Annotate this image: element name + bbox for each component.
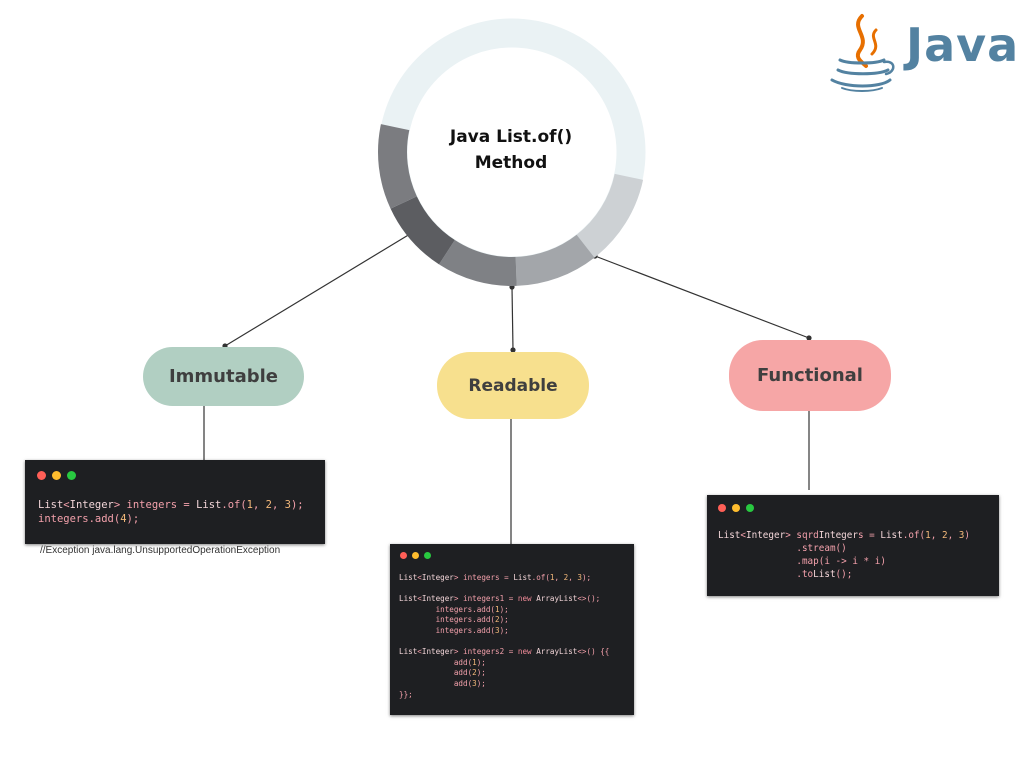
connector-ring-readable [511, 286, 514, 351]
minimize-dot-icon [412, 552, 419, 559]
java-coffee-cup-icon [830, 14, 895, 92]
maximize-dot-icon [67, 471, 76, 480]
node-functional: Functional [729, 340, 891, 411]
code-block-readable: List<Integer> integers = List.of(1, 2, 3… [399, 573, 610, 699]
node-immutable: Immutable [143, 347, 304, 406]
code-block-functional: List<Integer> sqrdIntegers = List.of(1, … [718, 530, 970, 580]
cup-icon [838, 58, 886, 65]
close-dot-icon [718, 504, 726, 512]
center-ring [378, 18, 646, 286]
center-title: Java List.of() Method [436, 124, 586, 176]
node-immutable-label: Immutable [168, 366, 279, 387]
ring-segment [378, 124, 417, 209]
code-window-readable: List<Integer> integers = List.of(1, 2, 3… [390, 544, 634, 715]
ring-inner [408, 48, 616, 256]
maximize-dot-icon [424, 552, 431, 559]
java-wordmark: Java [906, 18, 1020, 72]
code-block-immutable: List<Integer> integers = List.of(1, 2, 3… [38, 499, 304, 525]
saucer-icon [841, 87, 883, 92]
exception-note: //Exception java.lang.UnsupportedOperati… [40, 545, 281, 556]
node-functional-label: Functional [757, 365, 863, 386]
minimize-dot-icon [732, 504, 740, 512]
connector-ring-functional [594, 255, 810, 339]
maximize-dot-icon [746, 504, 754, 512]
cup-icon [882, 60, 895, 76]
connector-ring-immutable [224, 233, 411, 347]
steam-icon [870, 28, 878, 56]
minimize-dot-icon [52, 471, 61, 480]
node-readable-label: Readable [468, 375, 558, 396]
ring-segment [390, 196, 455, 265]
ring-segment [515, 234, 595, 286]
close-dot-icon [37, 471, 46, 480]
node-readable: Readable [437, 352, 589, 419]
steam-icon [855, 14, 868, 68]
center-title-line1: Java List.of() [449, 127, 573, 147]
saucer-icon [830, 78, 892, 88]
code-window-immutable: List<Integer> integers = List.of(1, 2, 3… [25, 460, 325, 544]
code-window-functional: List<Integer> sqrdIntegers = List.of(1, … [707, 495, 999, 596]
window-controls [718, 504, 754, 512]
window-controls [37, 471, 76, 480]
center-title-line2: Method [474, 153, 548, 173]
window-controls [400, 552, 431, 559]
close-dot-icon [400, 552, 407, 559]
ring-segment [576, 173, 644, 258]
cup-icon [836, 68, 890, 76]
ring-segment [439, 240, 517, 286]
